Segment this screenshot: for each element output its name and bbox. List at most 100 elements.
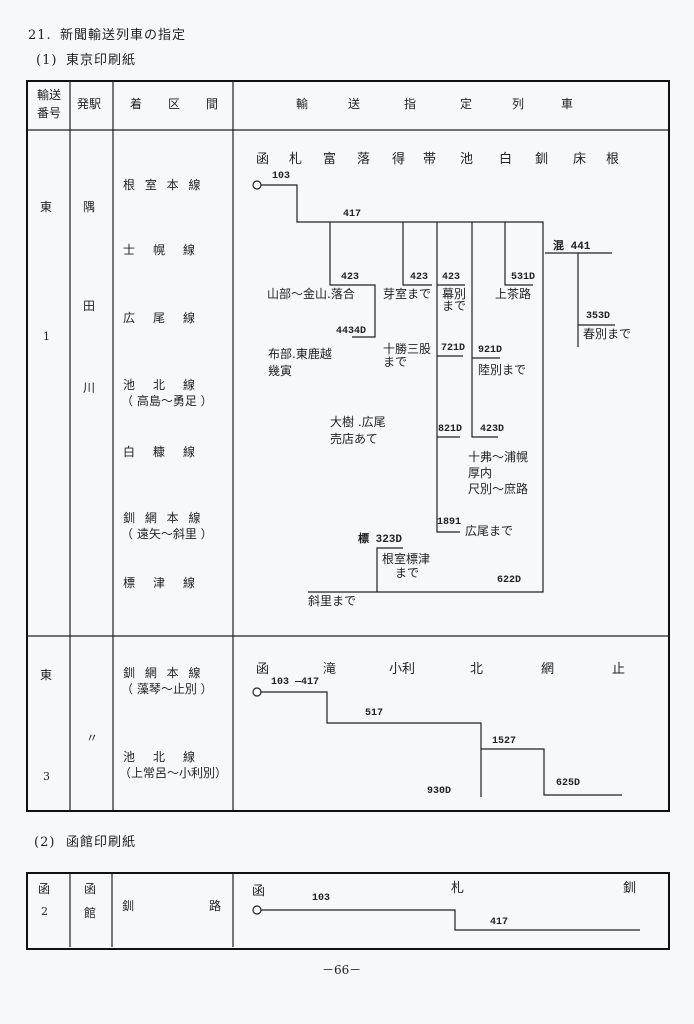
header-station: 発駅 [77,97,102,111]
header-trains-5: 列 [512,97,525,111]
row-no-prefix: 函 [38,882,51,896]
destination-label: 大樹 .広尾 [330,415,386,429]
line-subrange: （ 高島～勇足 ） [121,394,213,408]
train-number: 821D [438,424,463,435]
destination-label: 十弗～浦幌 [468,450,529,464]
header-trains-3: 指 [404,97,417,111]
train-number: 417 [490,917,509,928]
station-name: 札 [451,881,465,896]
line-name: 池 北 線 [123,750,199,764]
header-trains-4: 定 [460,97,473,111]
line-subrange: （上常呂～小利別） [119,766,228,780]
station-name: 函 [256,662,270,677]
station-name: 北 [470,662,484,677]
line-name: 根 室 本 線 [123,178,204,192]
header-trains-2: 送 [348,97,361,111]
station-name: 釧 [623,881,637,896]
header-range-2: 区 [168,97,181,111]
header-range-3: 間 [206,97,219,111]
range-2: 路 [209,899,222,913]
subsection-title: 函館印刷紙 [66,835,137,850]
line-name: 池 北 線 [123,378,199,392]
row2-no-prefix: 東 [40,668,53,682]
line-name: 広 尾 線 [123,311,199,325]
train-number: 1527 [492,736,517,747]
row1-station-1: 隅 [83,200,96,214]
page-heading: 新聞輸送列車の指定 [60,28,187,43]
destination-label: 幕別 [442,287,467,301]
train-number: 423 [410,272,429,283]
train-number: 353D [586,311,611,322]
line-name: 釧 網 本 線 [123,666,204,680]
row2-station-ditto: 〃 [86,731,99,745]
station-name: 帯 [423,152,437,167]
destination-label: 十勝三股 [383,342,432,356]
line-subrange: （ 遠矢～斜里 ） [121,527,213,541]
section-number: 21. [28,28,52,43]
train-number: 625D [556,778,581,789]
station-name: 落 [357,152,371,167]
train-number: 4434D [336,326,367,337]
subsection-title: 東京印刷紙 [66,53,137,68]
destination-label: 斜里まで [308,594,357,608]
destination-label: 厚内 [468,466,493,480]
row1-station-2: 田 [83,299,96,313]
row1-station-3: 川 [83,381,96,395]
row1-no-prefix: 東 [40,200,53,214]
subsection-label: (1) [36,53,58,68]
line-name: 士 幌 線 [123,243,199,257]
station-2: 館 [84,906,97,920]
subsection-label: (2) [34,835,56,850]
table-tokyo [26,80,670,812]
line-name: 白 糠 線 [123,445,199,459]
station-name: 函 [252,884,266,899]
destination-label: まで [442,299,467,313]
destination-label: 尺別～庶路 [468,482,529,496]
train-number: 721D [441,343,466,354]
station-name: 富 [323,152,337,167]
line-name: 釧 網 本 線 [123,511,204,525]
station-name: 釧 [535,152,549,167]
train-number: 417 [343,209,362,220]
train-number: 921D [478,345,503,356]
row-no: 2 [41,905,48,918]
range-1: 釧 [122,899,135,913]
line-name: 標 津 線 [123,576,199,590]
destination-label: まで [383,355,408,369]
train-number: 標 323D [358,534,403,546]
station-name: 小利 [389,662,416,677]
station-name: 札 [289,152,303,167]
train-number: 622D [497,575,522,586]
station-name: 白 [499,152,513,167]
train-diagram-lines [252,180,615,593]
destination-label: 根室標津 [382,552,431,566]
train-number: 混 441 [553,241,591,253]
train-number: 423 [341,272,360,283]
station-name: 函 [256,152,270,167]
destination-label: 幾寅 [268,364,293,378]
train-number: 103 [312,893,331,904]
train-number: 1891 [437,517,462,528]
destination-label: 売店あて [330,432,378,446]
row2-no: 3 [43,770,50,783]
train-number: 423D [480,424,505,435]
station-name: 滝 [323,662,337,677]
destination-label: 春別まで [583,327,632,341]
train-number: 423 [442,272,461,283]
station-name: 止 [612,662,626,677]
station-1: 函 [84,882,97,896]
line-subrange: （ 藻琴～止別 ） [121,682,213,696]
train-number: 103 ―417 [271,677,320,688]
destination-label: 布部.東鹿越 [268,347,332,361]
train-number: 103 [272,171,291,182]
destination-label: まで [395,566,420,580]
train-number: 517 [365,708,384,719]
station-name: 網 [541,662,555,677]
header-trains-1: 輸 [296,97,309,111]
station-name: 池 [460,152,474,167]
header-no-1: 輸送 [37,88,62,102]
destination-label: 山部～金山.落合 [267,287,355,301]
header-trains-6: 車 [561,97,574,111]
destination-label: 陸別まで [478,363,527,377]
header-no-2: 番号 [37,106,62,120]
